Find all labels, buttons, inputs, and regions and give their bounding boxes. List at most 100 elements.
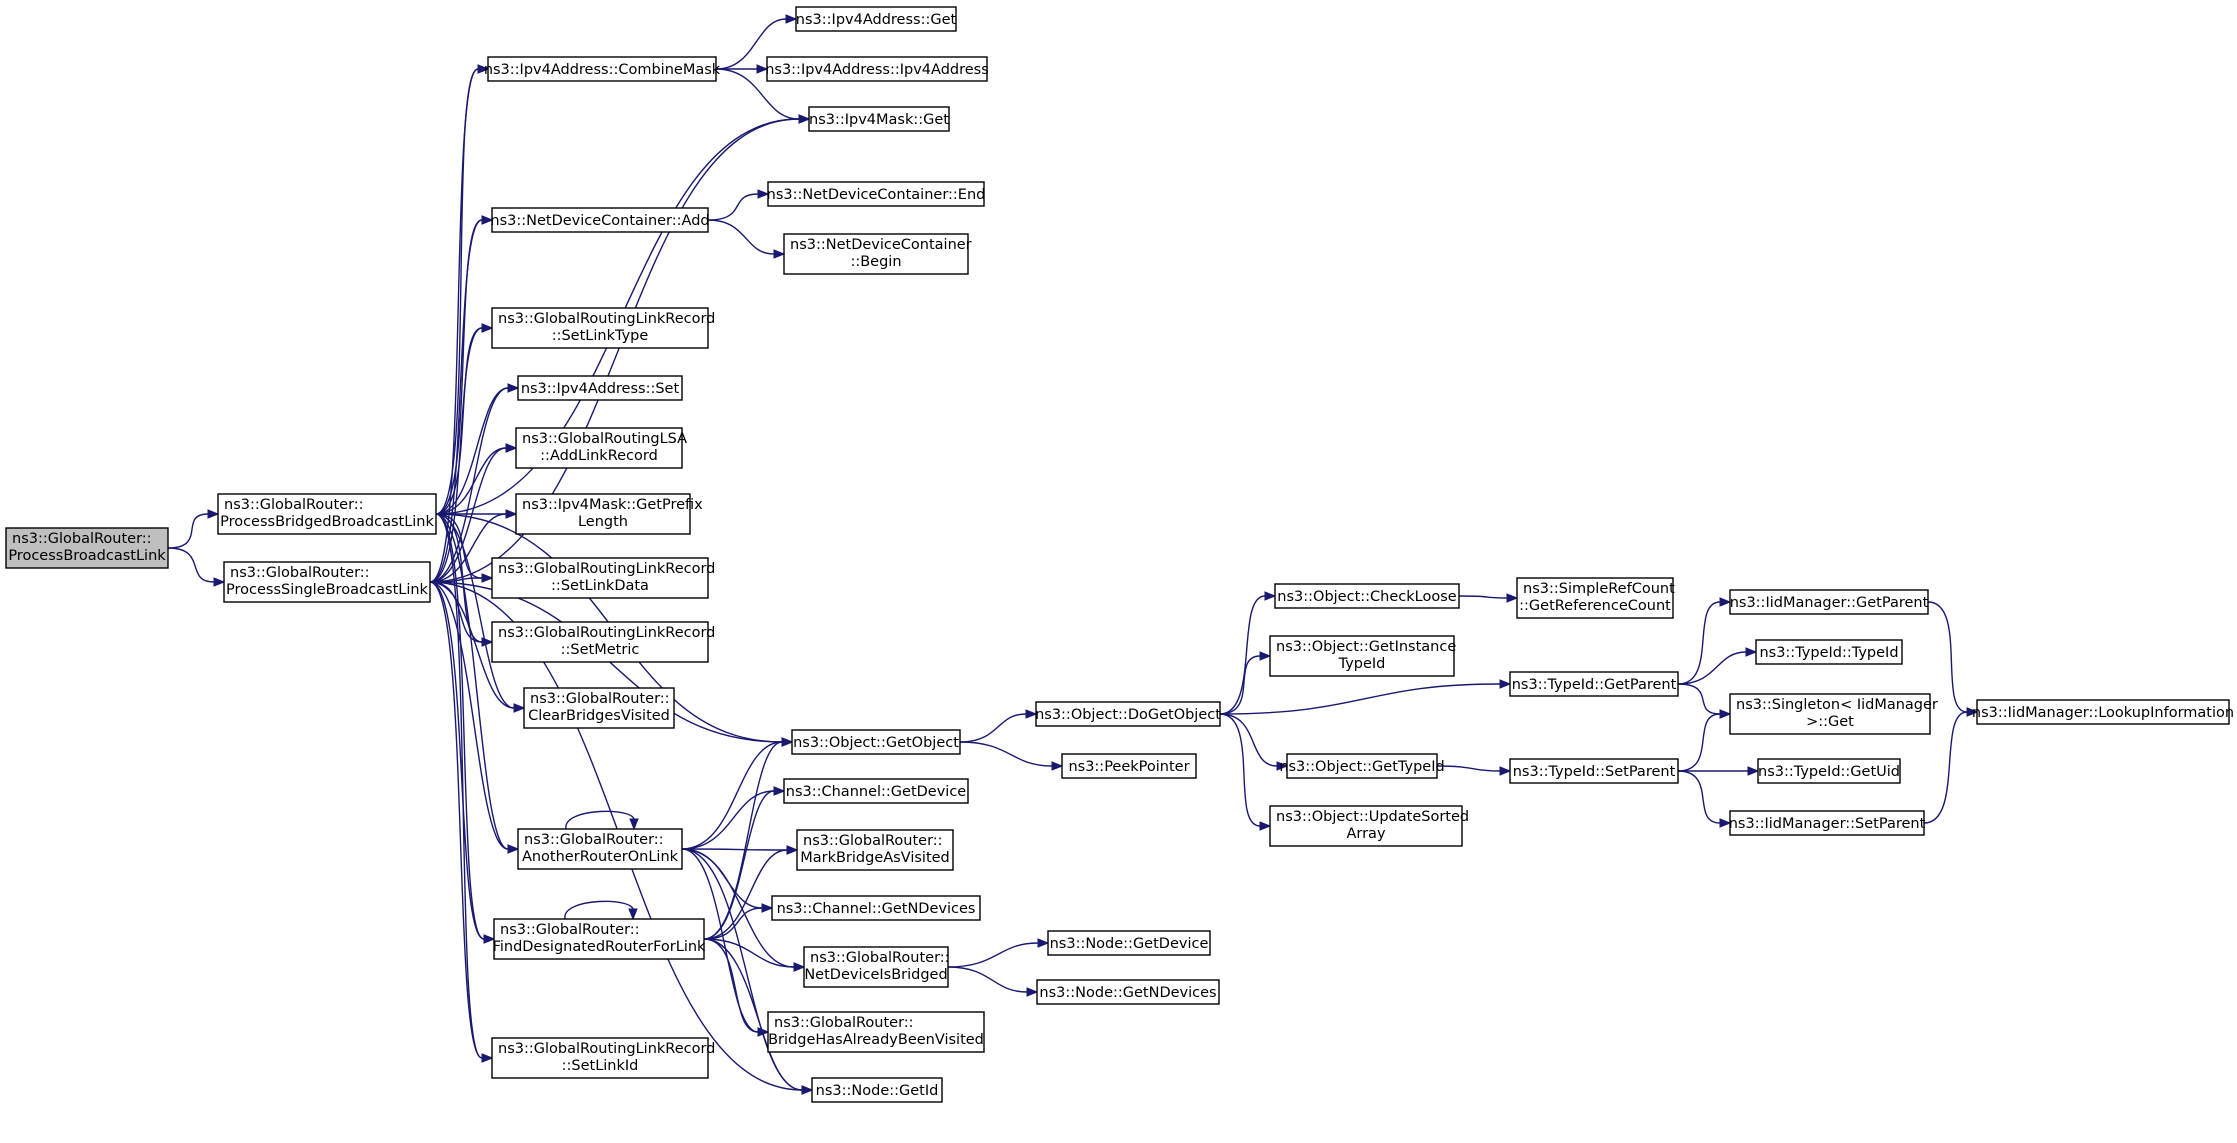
node-label-line: ns3::GlobalRouter::	[803, 833, 943, 849]
arrowhead	[1051, 761, 1064, 771]
node-chgetdevice[interactable]: ns3::Channel::GetDevice	[783, 778, 969, 804]
node-label-line: ns3::GlobalRoutingLinkRecord	[498, 1041, 715, 1057]
node-bridged[interactable]: ns3::GlobalRouter::ProcessBridgedBroadca…	[217, 493, 437, 535]
node-box	[1269, 635, 1455, 677]
node-label-line: ns3::GlobalRouter::	[224, 497, 364, 513]
node-label-line: ns3::IidManager::GetParent	[1730, 595, 1929, 611]
node-bridgevisited[interactable]: ns3::GlobalRouter::BridgeHasAlreadyBeenV…	[767, 1011, 985, 1053]
edge-tidsetparent-to-tidgetuid	[1677, 766, 1760, 776]
node-addrctor[interactable]: ns3::Ipv4Address::Ipv4Address	[765, 56, 989, 82]
node-box	[796, 829, 954, 871]
node-clearbridges[interactable]: ns3::GlobalRouter::ClearBridgesVisited	[523, 687, 675, 729]
node-label-line: ns3::Ipv4Mask::Get	[809, 112, 949, 128]
arrowhead	[513, 703, 526, 713]
node-label-line: ::SetLinkType	[552, 328, 649, 344]
arrowhead	[481, 573, 494, 583]
node-tidsetparent[interactable]: ns3::TypeId::SetParent	[1509, 758, 1679, 784]
edge-root-to-single	[167, 547, 226, 587]
edge-dogetobject-to-checkloose	[1219, 591, 1277, 715]
node-chgetn[interactable]: ns3::Channel::GetNDevices	[771, 895, 981, 921]
node-getrefcount[interactable]: ns3::SimpleRefCount::GetReferenceCount	[1516, 577, 1675, 619]
edge-single-to-setlinktype	[429, 323, 494, 583]
node-finddr[interactable]: ns3::GlobalRouter::FindDesignatedRouterF…	[493, 918, 706, 960]
node-box	[515, 427, 683, 469]
node-box	[1274, 583, 1460, 609]
node-ndcend[interactable]: ns3::NetDeviceContainer::End	[767, 181, 986, 207]
arrowhead	[629, 818, 639, 831]
node-box	[217, 493, 437, 535]
node-checkloose[interactable]: ns3::Object::CheckLoose	[1274, 583, 1460, 609]
node-another[interactable]: ns3::GlobalRouter::AnotherRouterOnLink	[517, 828, 683, 870]
node-tidctor[interactable]: ns3::TypeId::TypeId	[1755, 639, 1903, 665]
node-box	[771, 895, 981, 921]
node-nodegetid[interactable]: ns3::Node::GetId	[811, 1077, 943, 1103]
arrowhead	[505, 443, 518, 453]
edge-single-to-addrset	[429, 383, 520, 583]
node-box	[1976, 699, 2230, 725]
node-setmetric[interactable]: ns3::GlobalRoutingLinkRecord::SetMetric	[491, 621, 715, 663]
node-label-line: MarkBridgeAsVisited	[800, 850, 950, 866]
node-label-line: ns3::Channel::GetDevice	[786, 784, 967, 800]
edge-tidgetparent-to-tidctor	[1677, 647, 1758, 685]
arrowhead	[798, 114, 811, 124]
node-setlinkdata[interactable]: ns3::GlobalRoutingLinkRecord::SetLinkDat…	[491, 557, 715, 599]
node-ndbridged[interactable]: ns3::GlobalRouter::NetDeviceIsBridged	[803, 946, 950, 988]
node-tidgetuid[interactable]: ns3::TypeId::GetUid	[1757, 758, 1901, 784]
node-nodegetn[interactable]: ns3::Node::GetNDevices	[1036, 979, 1220, 1005]
node-label-line: ns3::GlobalRoutingLinkRecord	[498, 561, 715, 577]
node-ndcbegin[interactable]: ns3::NetDeviceContainer::Begin	[783, 233, 972, 275]
arrowhead	[1037, 938, 1050, 948]
edge-finddr-to-finddr	[564, 900, 638, 921]
node-iidgetparent[interactable]: ns3::IidManager::GetParent	[1729, 589, 1929, 615]
edge-line	[1219, 595, 1266, 715]
edge-line	[703, 849, 788, 940]
edge-line	[703, 938, 803, 1091]
node-iidsetparent[interactable]: ns3::IidManager::SetParent	[1729, 810, 1926, 836]
edge-line	[429, 118, 800, 583]
node-dogetobject[interactable]: ns3::Object::DoGetObject	[1035, 701, 1221, 727]
node-objgettid[interactable]: ns3::Object::GetTypeId	[1279, 753, 1445, 779]
node-label-line: ns3::Ipv4Address::Get	[796, 12, 957, 28]
edge-line	[435, 447, 507, 515]
node-addlinkrec[interactable]: ns3::GlobalRoutingLSA::AddLinkRecord	[515, 427, 687, 469]
node-getobject[interactable]: ns3::Object::GetObject	[791, 729, 961, 755]
node-lookup[interactable]: ns3::IidManager::LookupInformation	[1972, 699, 2234, 725]
arrowhead	[1264, 591, 1277, 601]
edge-getobject-to-peek	[959, 741, 1064, 771]
edge-finddr-to-ndbridged	[703, 938, 806, 972]
arrowhead	[756, 64, 769, 74]
edge-line	[429, 327, 483, 583]
node-ndcadd[interactable]: ns3::NetDeviceContainer::Add	[490, 207, 710, 233]
node-label-line: ProcessBroadcastLink	[8, 548, 166, 564]
node-label-line: ns3::Channel::GetNDevices	[777, 901, 976, 917]
node-singleton[interactable]: ns3::Singleton< IidManager>::Get	[1729, 693, 1938, 735]
node-nodegetdevice[interactable]: ns3::Node::GetDevice	[1047, 930, 1211, 956]
node-combine[interactable]: ns3::Ipv4Address::CombineMask	[484, 56, 721, 82]
arrowhead	[1747, 766, 1760, 776]
node-root[interactable]: ns3::GlobalRouter::ProcessBroadcastLink	[5, 527, 169, 569]
node-peek[interactable]: ns3::PeekPointer	[1061, 753, 1197, 779]
node-tidgetparent[interactable]: ns3::TypeId::GetParent	[1509, 671, 1679, 697]
edge-single-to-addlinkrec	[429, 443, 518, 583]
node-single[interactable]: ns3::GlobalRouter::ProcessSingleBroadcas…	[223, 561, 431, 603]
node-addrset[interactable]: ns3::Ipv4Address::Set	[517, 375, 683, 401]
edge-combine-to-addrget	[715, 14, 798, 70]
arrowhead	[481, 215, 494, 225]
arrowhead	[507, 844, 520, 854]
node-setlinktype[interactable]: ns3::GlobalRoutingLinkRecord::SetLinkTyp…	[491, 307, 715, 349]
edge-ndcadd-to-ndcbegin	[707, 219, 786, 259]
edge-line	[703, 790, 775, 940]
node-addrget[interactable]: ns3::Ipv4Address::Get	[795, 6, 957, 32]
node-markbridge[interactable]: ns3::GlobalRouter::MarkBridgeAsVisited	[796, 829, 954, 871]
node-maskget[interactable]: ns3::Ipv4Mask::Get	[808, 106, 950, 132]
node-box	[515, 493, 691, 535]
node-label-line: ns3::Object::GetObject	[793, 735, 959, 751]
node-setlinkid[interactable]: ns3::GlobalRoutingLinkRecord::SetLinkId	[491, 1037, 715, 1079]
node-label-line: ns3::Object::CheckLoose	[1277, 589, 1456, 605]
edge-ndbridged-to-nodegetdevice	[947, 938, 1050, 968]
node-label-line: ns3::Ipv4Mask::GetPrefix	[522, 497, 703, 513]
node-label-line: ns3::Object::UpdateSorted	[1276, 809, 1469, 825]
